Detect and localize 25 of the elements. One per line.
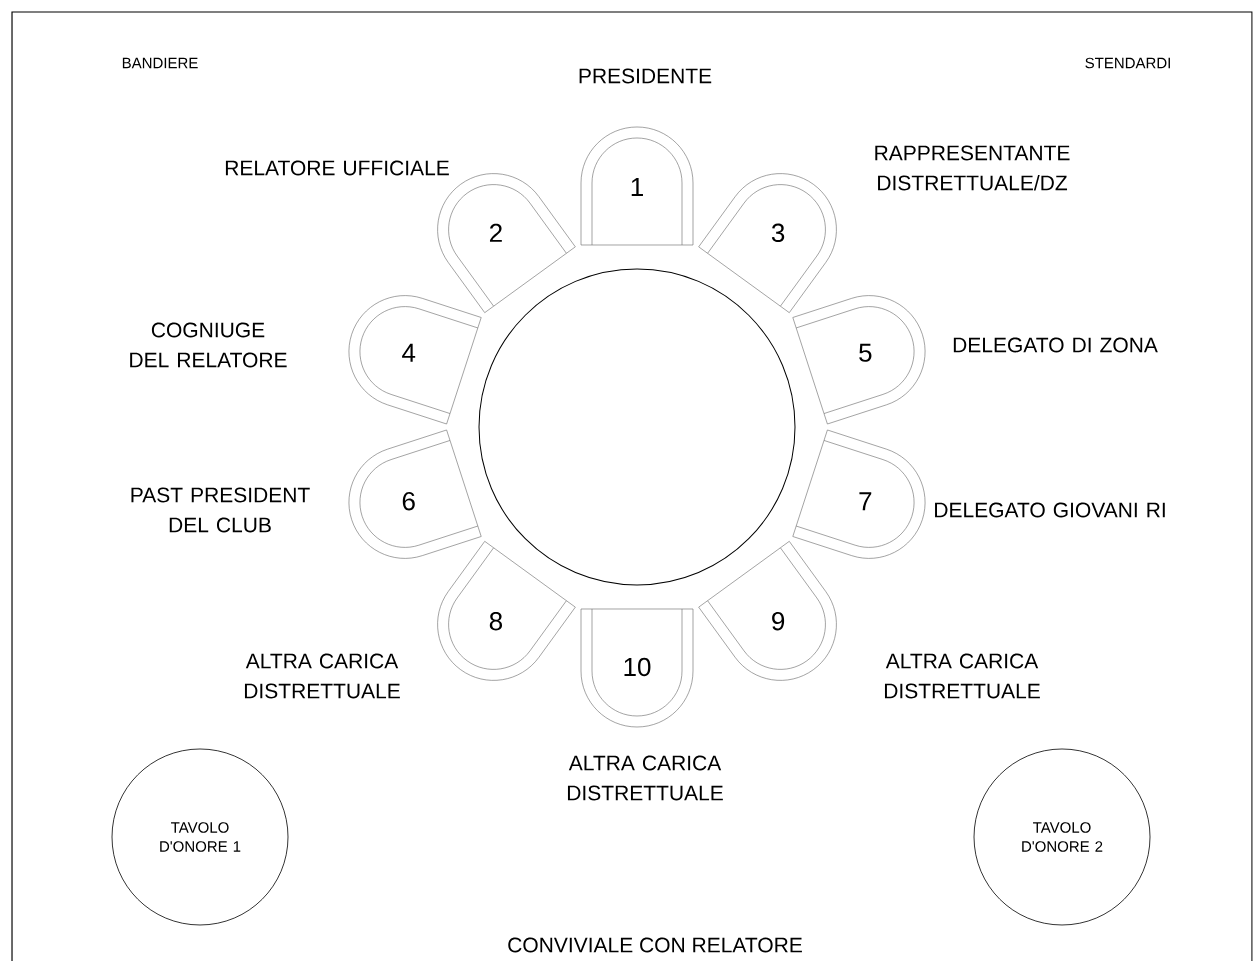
chair: 10 [580, 608, 694, 728]
seat-label: ALTRA CARICA DISTRETTUALE [567, 755, 723, 801]
seat-label: ALTRA CARICA DISTRETTUALE [244, 653, 400, 699]
chair: 1 [580, 126, 694, 246]
seat-label: COGNIUGE DEL RELATORE [130, 322, 287, 368]
seat-label: DELEGATO DI ZONA [953, 337, 1158, 353]
corner-label: STENDARDI [1085, 57, 1170, 69]
chair: 4 [348, 295, 482, 425]
chair: 5 [792, 295, 926, 425]
seat-label: ALTRA CARICA DISTRETTUALE [885, 653, 1040, 699]
chair: 3 [698, 173, 837, 313]
caption: CONVIVIALE CON RELATORE [508, 937, 802, 953]
seat-label: RAPPRESENTANTE DISTRETTUALE/DZ [875, 145, 1070, 191]
chair: 6 [348, 429, 482, 559]
round-table: TAVOLO D'ONORE 1 [111, 748, 289, 926]
chair: 9 [698, 541, 837, 681]
seat-label: RELATORE UFFICIALE [225, 160, 449, 176]
round-table [478, 268, 796, 586]
chair: 7 [792, 429, 926, 559]
seat-label: PRESIDENTE [579, 68, 712, 84]
corner-label: BANDIERE [122, 57, 198, 69]
seat-label: DELEGATO GIOVANI RI [935, 502, 1165, 518]
chair: 8 [437, 541, 576, 681]
round-table: TAVOLO D'ONORE 2 [973, 748, 1151, 926]
seat-label: PAST PRESIDENT DEL CLUB [131, 487, 310, 533]
